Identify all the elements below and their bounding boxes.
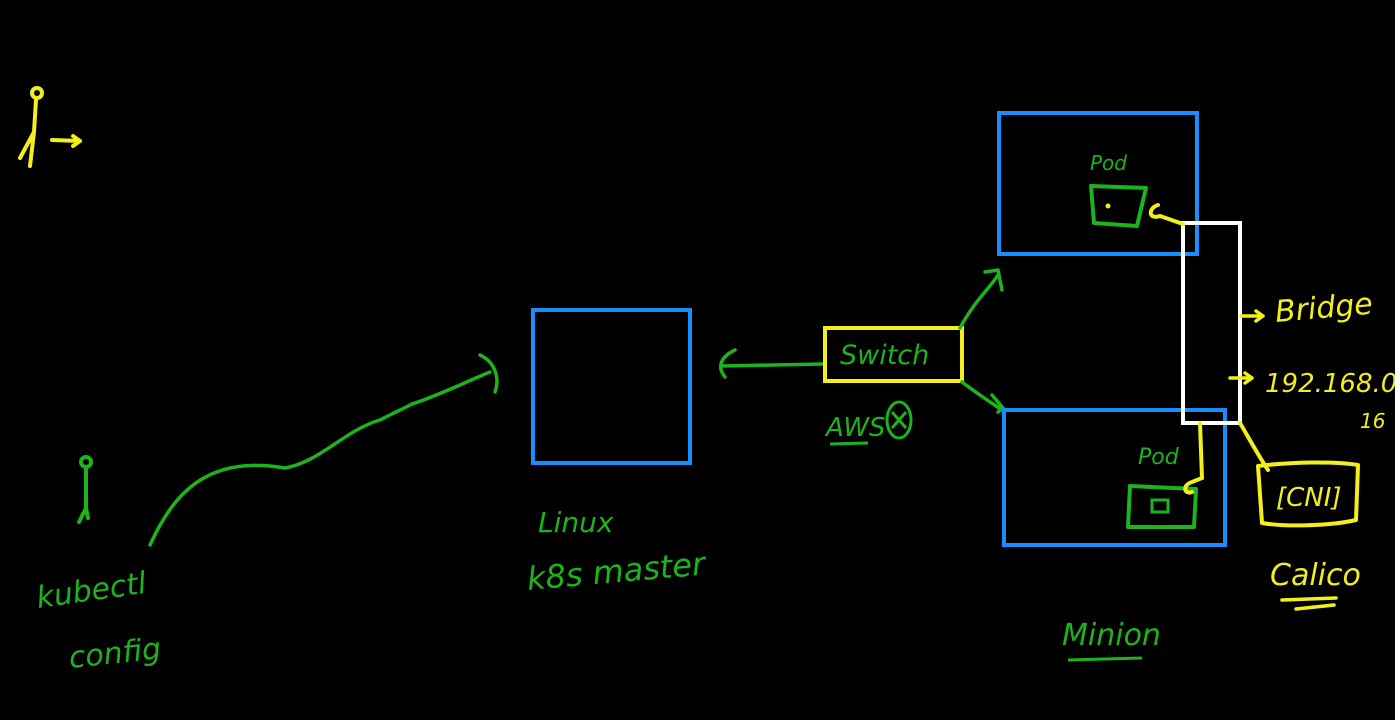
pod-bottom-label: Pod (1138, 445, 1180, 470)
pod-bottom-inner (1150, 498, 1170, 514)
config-label: config (67, 632, 162, 676)
switch-to-top-minion-arrow (958, 268, 1004, 330)
aws-underline (829, 441, 869, 446)
minion-top-box (997, 111, 1199, 256)
calico-label: Calico (1270, 558, 1361, 593)
minion-bottom-box (1002, 408, 1227, 547)
bridge-label-arrow (1239, 309, 1265, 323)
kubectl-connection-line (148, 370, 492, 547)
aws-mark-cross-icon (890, 411, 908, 429)
cni-label: [CNI] (1276, 483, 1342, 513)
pod-top-container (1089, 184, 1148, 228)
calico-underline (1280, 596, 1338, 611)
ip-suffix-label: 16 (1360, 409, 1385, 433)
switch-box (823, 326, 964, 383)
admin-figure-icon (18, 86, 82, 168)
kubectl-arrowhead (478, 353, 499, 394)
pod-bottom-container (1126, 484, 1198, 529)
pod-bottom-to-bridge-link (1183, 421, 1205, 495)
aws-mark-circle (885, 400, 913, 440)
k8s-master-box (531, 308, 692, 465)
user-figure-icon (77, 455, 93, 524)
switch-label: Switch (840, 340, 929, 371)
switch-to-bottom-minion-arrow (960, 380, 1005, 414)
ip-label-arrow (1228, 371, 1254, 385)
minion-underline (1067, 656, 1143, 662)
minion-label: Minion (1062, 618, 1161, 653)
master-os-label: Linux (538, 506, 614, 539)
bridge-to-cni-link (1238, 421, 1270, 472)
bridge-label: Bridge (1274, 287, 1374, 330)
switch-to-master-arrow (719, 348, 824, 379)
ip-range-label: 192.168.0.0 (1265, 369, 1395, 399)
cni-box (1256, 460, 1360, 528)
pod-top-dot (1105, 203, 1111, 209)
aws-label: AWS (824, 413, 886, 443)
bridge-box (1181, 221, 1242, 425)
kubectl-label: kubectl (34, 566, 149, 616)
pod-top-to-bridge-link (1148, 203, 1185, 226)
pod-top-label: Pod (1090, 151, 1127, 175)
master-label: k8s master (525, 544, 708, 598)
